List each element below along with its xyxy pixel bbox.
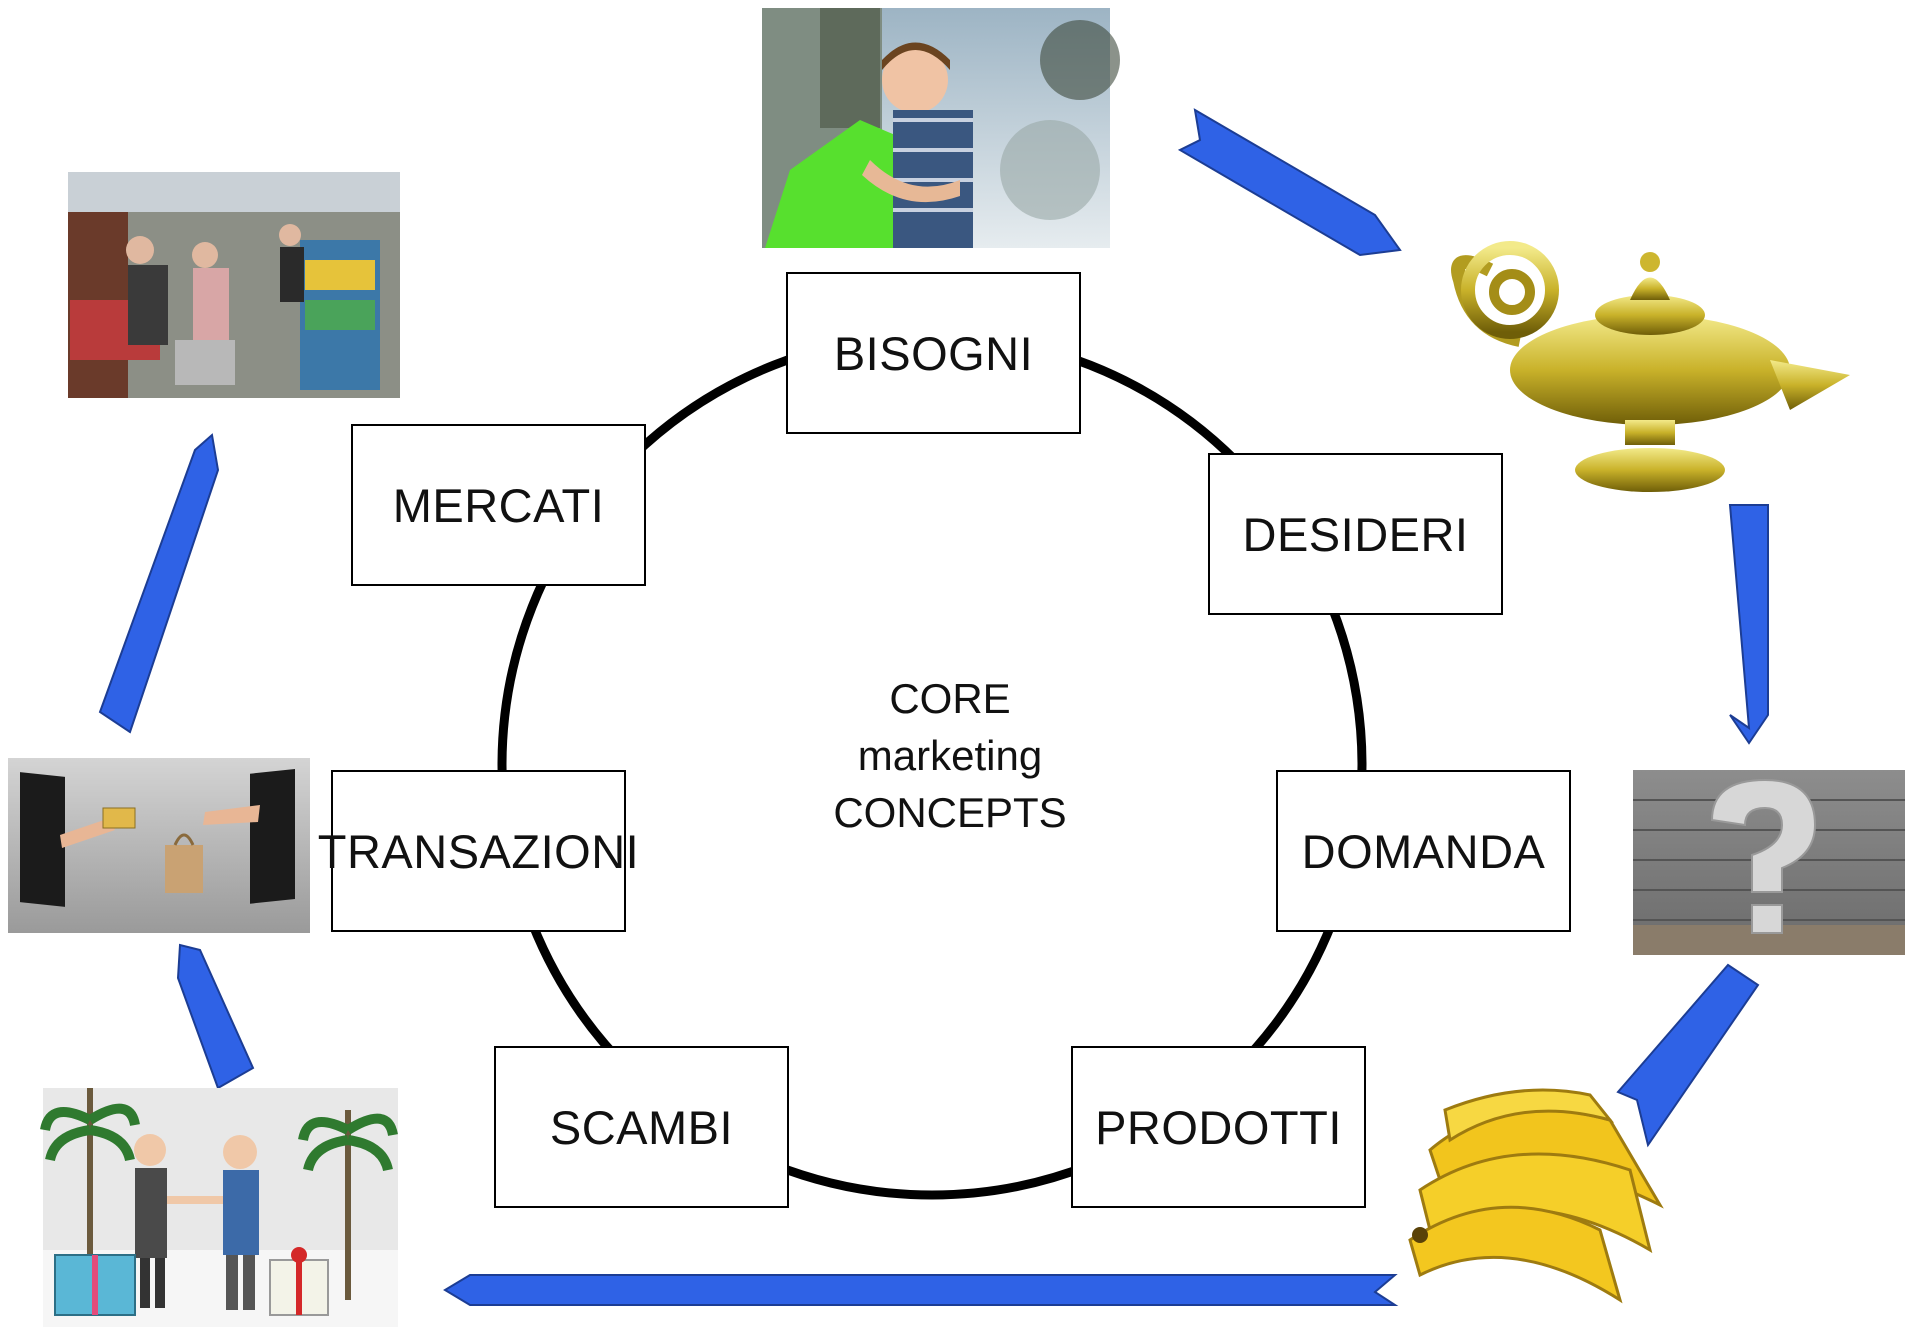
hug-photo xyxy=(762,8,1120,248)
concept-label-transazioni: TRANSAZIONI xyxy=(317,824,640,878)
center-line-core: CORE xyxy=(889,675,1011,722)
concept-box-scambi: SCAMBI xyxy=(494,1046,789,1208)
concept-box-transazioni: TRANSAZIONI xyxy=(318,770,639,932)
online-purchase xyxy=(8,758,310,933)
concept-box-domanda: DOMANDA xyxy=(1276,770,1571,932)
concept-label-bisogni: BISOGNI xyxy=(833,326,1034,380)
handshake-gifts xyxy=(40,1088,398,1327)
bananas xyxy=(1408,1088,1664,1304)
concept-label-domanda: DOMANDA xyxy=(1301,824,1546,878)
arrow-transazioni-to-mercati xyxy=(98,433,220,734)
concept-box-desideri: DESIDERI xyxy=(1208,453,1503,615)
arrow-desideri-to-domanda xyxy=(1728,504,1769,745)
magic-lamp xyxy=(1451,241,1850,492)
arrow-bisogni-to-desideri xyxy=(1177,108,1402,257)
market-photo xyxy=(68,172,400,398)
arrow-domanda-to-prodotti xyxy=(1616,963,1760,1148)
center-line-concepts: CONCEPTS xyxy=(833,789,1067,836)
center-line-marketing: marketing xyxy=(857,732,1043,779)
center-title: CORE marketing CONCEPTS xyxy=(800,670,1100,841)
question-mark-wall xyxy=(1633,770,1905,955)
cycle-arrows xyxy=(98,108,1769,1306)
arrow-scambi-to-transazioni xyxy=(176,943,255,1090)
concept-box-prodotti: PRODOTTI xyxy=(1071,1046,1366,1208)
concept-box-bisogni: BISOGNI xyxy=(786,272,1081,434)
concept-label-prodotti: PRODOTTI xyxy=(1095,1100,1342,1154)
arrow-prodotti-to-scambi xyxy=(443,1274,1399,1306)
concept-label-mercati: MERCATI xyxy=(392,478,605,532)
concept-label-scambi: SCAMBI xyxy=(549,1100,734,1154)
concept-box-mercati: MERCATI xyxy=(351,424,646,586)
concept-label-desideri: DESIDERI xyxy=(1242,507,1469,561)
